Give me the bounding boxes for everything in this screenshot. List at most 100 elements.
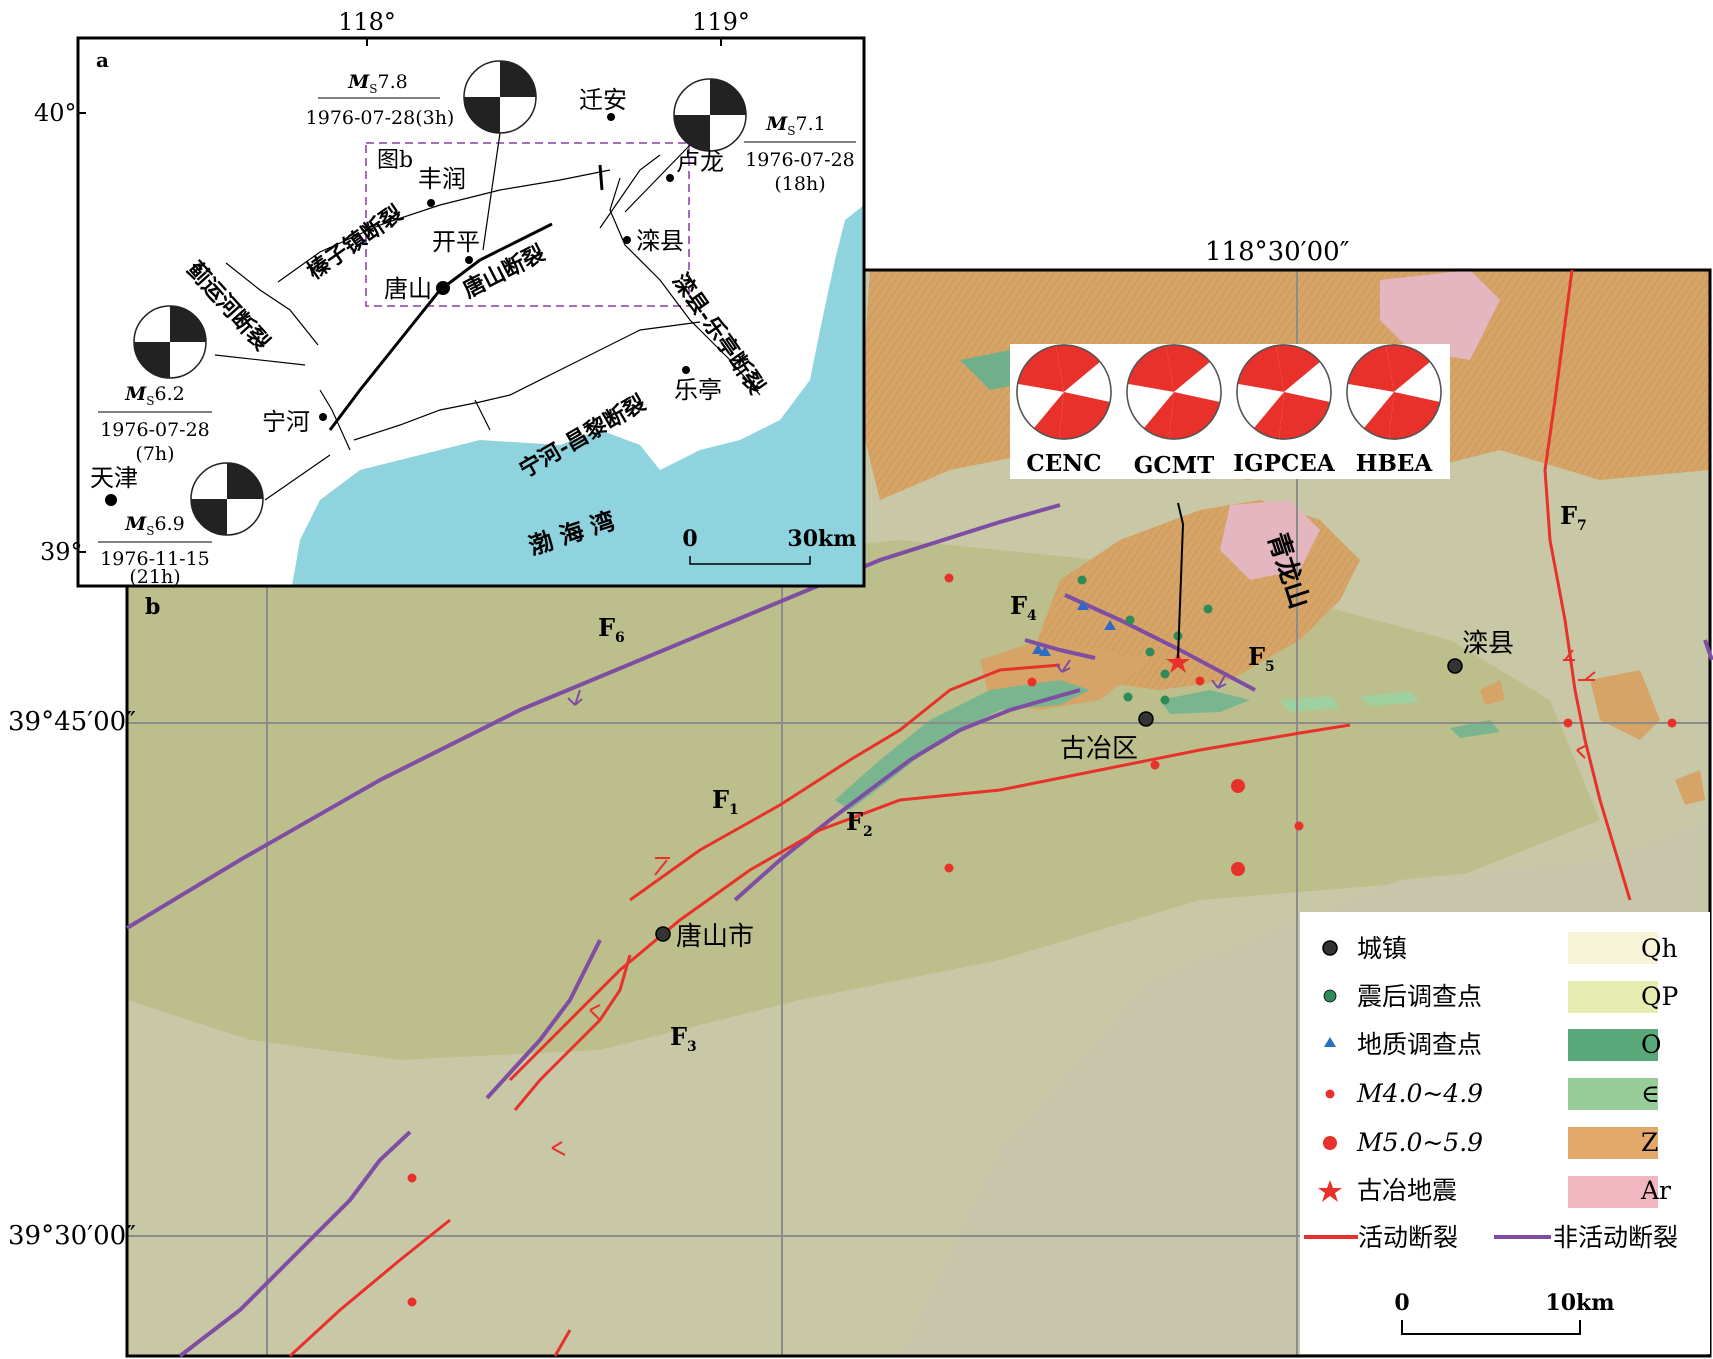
legend	[1300, 912, 1710, 1354]
swatch-qh	[1568, 932, 1658, 964]
legend-scale-zero: 0	[1394, 1290, 1409, 1316]
luanxian-label: 滦县	[1462, 629, 1514, 659]
fault-f5	[1064, 593, 1256, 692]
focal-label-gcmt: GCMT	[1134, 452, 1215, 479]
lat-label-1: 39°45′00″	[8, 707, 136, 737]
legend-scale-bar	[1401, 1320, 1581, 1335]
place-tangshan: 唐山	[384, 275, 432, 303]
place-laoting: 乐亭	[674, 376, 722, 404]
inset-scale-zero: 0	[682, 526, 697, 552]
fault-f3	[508, 723, 1351, 1082]
fault-tangshan-west	[485, 939, 602, 1100]
inset-place-dots	[105, 113, 690, 506]
f3-label: F3	[670, 1022, 697, 1055]
quake-2-time: (18h)	[774, 173, 825, 195]
guye-earthquake-star	[1166, 651, 1190, 673]
legend-m5: M5.0~5.9	[1356, 1128, 1483, 1157]
tangshan-city-label: 唐山市	[676, 922, 754, 952]
lat-label-2: 39°30′00″	[8, 1221, 136, 1251]
fault-f4	[1024, 638, 1096, 660]
focal-label-cenc: CENC	[1026, 450, 1101, 477]
place-tianjin: 天津	[90, 464, 138, 492]
swatch-ar	[1568, 1176, 1658, 1208]
place-lulong: 卢龙	[676, 148, 724, 176]
swatch-cambrian	[1568, 1078, 1658, 1110]
f5-label: F5	[1248, 642, 1275, 675]
legend-guye: 古冶地震	[1357, 1176, 1457, 1205]
bohai-sea	[292, 205, 864, 586]
geo-survey-points	[1032, 600, 1116, 656]
inset-scale-bar	[689, 556, 811, 565]
inset-lon-118: 118°	[338, 8, 396, 36]
beachball-6-2	[133, 305, 207, 379]
map-frame	[125, 268, 1712, 1358]
legend-unit-cambrian: ∈	[1641, 1079, 1660, 1108]
fig-b-label: 图b	[377, 148, 413, 173]
place-fengrun: 丰润	[418, 165, 466, 193]
fault-f2	[733, 688, 1081, 902]
legend-geo: 地质调查点	[1357, 1030, 1482, 1059]
fault-f3-west	[513, 954, 632, 1111]
fault-south-a	[288, 1218, 451, 1358]
f6-label: F6	[598, 613, 625, 646]
legend-unit-qh: Qh	[1641, 934, 1678, 963]
swatch-z	[1568, 1127, 1658, 1159]
beachball-7-8	[463, 60, 537, 134]
quake-1-mag: MS7.8	[347, 71, 408, 96]
inset-lat-40: 40°	[34, 99, 77, 127]
quake-4-time: (21h)	[129, 566, 180, 588]
guye-district-label: 古冶区	[1060, 734, 1138, 764]
quake-2-mag: MS7.1	[765, 113, 826, 138]
lon-label: 118°30′00″	[1205, 237, 1350, 267]
legend-unit-z: Z	[1641, 1128, 1658, 1157]
ar-patch-qinglong	[1220, 500, 1320, 580]
quake-3-date: 1976-07-28	[100, 419, 210, 441]
focal-mechanisms	[1010, 344, 1450, 479]
inset-map	[76, 36, 866, 588]
fig-b-extent	[365, 142, 690, 307]
f4-label: F4	[1010, 591, 1037, 624]
place-luanxian: 滦县	[636, 227, 684, 255]
fault-f6	[125, 503, 1061, 930]
focal-label-igpcea: IGPCEA	[1233, 450, 1336, 477]
earthquakes	[407, 573, 1677, 1307]
legend-inactive-fault: 非活动断裂	[1553, 1223, 1678, 1252]
panel-b-label: b	[145, 594, 160, 620]
focal-label-hbea: HBEA	[1356, 450, 1434, 477]
ar-patch-north	[1380, 270, 1500, 360]
quake-4-mag: MS6.9	[124, 513, 185, 538]
legend-town: 城镇	[1357, 934, 1407, 963]
quake-3-time: (7h)	[135, 443, 174, 465]
inset-scale-end: 30km	[787, 526, 856, 552]
place-ninghe: 宁河	[262, 408, 310, 436]
post-quake-survey-points	[1077, 575, 1213, 705]
inset-lon-119: 119°	[692, 8, 750, 36]
place-qianan: 迁安	[579, 86, 627, 114]
swatch-o	[1568, 1029, 1658, 1061]
quake-2-date: 1976-07-28	[745, 149, 855, 171]
inactive-faults	[125, 503, 1713, 1358]
f2-label: F2	[846, 807, 873, 840]
swatch-qp	[1568, 981, 1658, 1013]
f7-label: F7	[1560, 501, 1587, 534]
legend-active-fault: 活动断裂	[1358, 1223, 1458, 1252]
quake-1-date: 1976-07-28(3h)	[306, 107, 455, 129]
beachball-6-9	[190, 462, 264, 536]
panel-a-label: a	[96, 48, 109, 72]
inset-frame	[76, 36, 866, 588]
quake-4-date: 1976-11-15	[100, 548, 210, 570]
legend-unit-o: O	[1641, 1030, 1662, 1059]
place-kaiping: 开平	[432, 228, 480, 256]
legend-unit-ar: Ar	[1640, 1176, 1671, 1205]
beachball-7-1	[673, 78, 747, 152]
towns	[655, 658, 1463, 942]
fault-sw	[178, 1130, 412, 1358]
legend-unit-qp: QP	[1641, 982, 1678, 1011]
quake-3-mag: MS6.2	[124, 383, 185, 408]
f1-label: F1	[712, 785, 739, 818]
fault-south-b	[553, 1329, 572, 1357]
legend-scale-end: 10km	[1545, 1290, 1614, 1316]
inset-lat-39: 39°	[40, 538, 83, 566]
legend-survey: 震后调查点	[1357, 982, 1482, 1011]
